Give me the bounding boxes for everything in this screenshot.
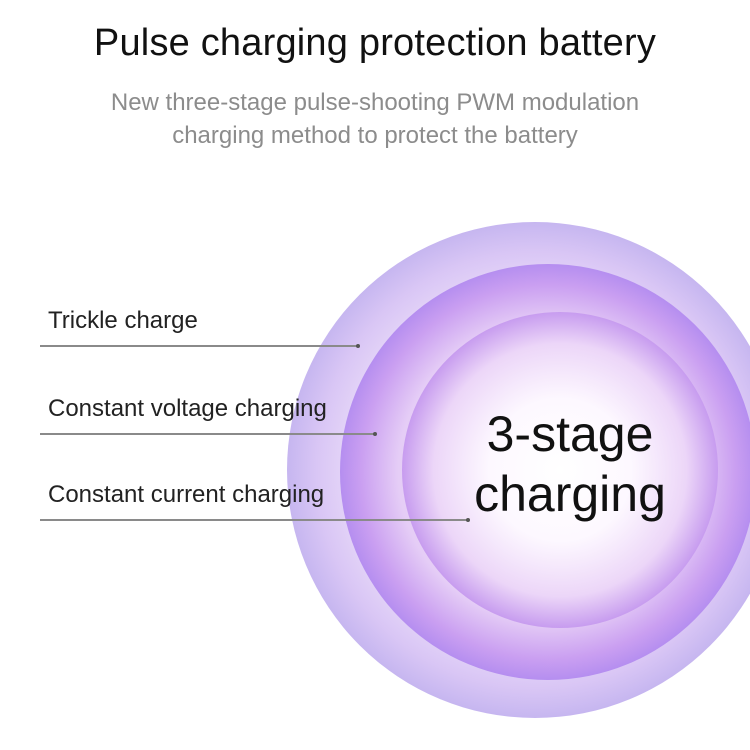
subtitle-line-1: New three-stage pulse-shooting PWM modul… <box>110 89 640 116</box>
subtitle-line-2: charging method to protect the battery <box>172 122 578 149</box>
inner-ring <box>402 312 718 628</box>
stage-label-trickle: Trickle charge <box>48 307 198 334</box>
stage-label-constant-voltage: Constant voltage charging <box>48 395 327 422</box>
leader-line-trickle <box>40 344 360 348</box>
center-caption-line-1: 3-stage <box>486 406 654 462</box>
leader-line-constant-voltage <box>40 432 377 436</box>
stage-label-constant-current: Constant current charging <box>48 481 325 508</box>
leader-line-constant-current <box>40 518 470 522</box>
center-caption: 3-stage charging <box>445 404 695 524</box>
center-caption-line-2: charging <box>474 466 666 522</box>
page-subtitle: New three-stage pulse-shooting PWM modul… <box>60 86 690 152</box>
page-title: Pulse charging protection battery <box>93 22 657 64</box>
